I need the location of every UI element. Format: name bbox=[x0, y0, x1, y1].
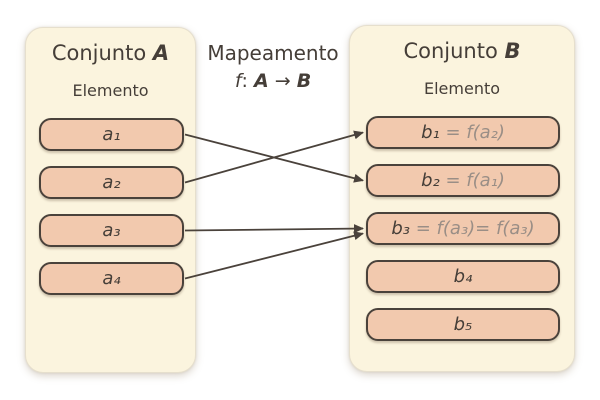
element-box-a4: a₄ bbox=[39, 262, 184, 295]
set-a-panel: Conjunto A Elemento a₁ a₂ a₃ a₄ bbox=[25, 27, 196, 373]
mapping-arrow-a3-to-b3 bbox=[184, 224, 364, 234]
element-box-b4: b₄ bbox=[366, 260, 560, 293]
set-b-title: Conjunto B bbox=[350, 39, 574, 64]
set-a-title: Conjunto A bbox=[26, 41, 195, 66]
set-a-letter: A bbox=[152, 41, 170, 65]
element-label-a2: a₂ bbox=[102, 172, 121, 193]
formula-arrow-glyph: → bbox=[268, 70, 297, 92]
set-b-subtitle: Elemento bbox=[423, 79, 501, 99]
element-box-b3: b₃ = f(a₃)= f(a₃) bbox=[366, 212, 560, 245]
formula-f: f bbox=[234, 70, 242, 92]
mapping-formula: f: A → B bbox=[196, 70, 350, 92]
element-label-b1: b₁ bbox=[421, 122, 440, 143]
set-b-letter: B bbox=[504, 39, 521, 63]
element-label-a4: a₄ bbox=[102, 268, 121, 289]
element-box-a2: a₂ bbox=[39, 166, 184, 199]
mapping-block: Mapeamento f: A → B bbox=[196, 41, 350, 92]
element-formula-b3: = f(a₃)= f(a₃) bbox=[410, 218, 535, 239]
set-a-subtitle: Elemento bbox=[72, 81, 149, 101]
mapping-arrow-a2-to-b1 bbox=[184, 130, 364, 184]
element-box-b1: b₁ = f(a₂) bbox=[366, 116, 560, 149]
formula-codomain: B bbox=[296, 70, 312, 92]
element-label-a1: a₁ bbox=[102, 124, 121, 145]
mapping-arrow-a4-to-b3 bbox=[184, 231, 364, 280]
element-box-a3: a₃ bbox=[39, 214, 184, 247]
element-formula-b2: = f(a₁) bbox=[439, 170, 505, 191]
element-label-b3: b₃ bbox=[391, 218, 411, 239]
element-label-b5: b₅ bbox=[453, 314, 473, 335]
formula-domain: A bbox=[253, 70, 269, 92]
set-b-panel: Conjunto B Elemento b₁ = f(a₂) b₂ = f(a₁… bbox=[349, 25, 575, 372]
element-box-b2: b₂ = f(a₁) bbox=[366, 164, 560, 197]
element-formula-b1: = f(a₂) bbox=[439, 122, 505, 143]
element-box-b5: b₅ bbox=[366, 308, 560, 341]
element-label-a3: a₃ bbox=[102, 220, 121, 241]
set-b-title-text: Conjunto bbox=[403, 39, 505, 63]
element-box-a1: a₁ bbox=[39, 118, 184, 151]
set-a-title-text: Conjunto bbox=[51, 41, 153, 65]
formula-colon: : bbox=[241, 70, 254, 92]
mapping-title: Mapeamento bbox=[207, 41, 339, 65]
mapping-arrow-a1-to-b2 bbox=[184, 133, 364, 183]
element-label-b4: b₄ bbox=[453, 266, 473, 287]
element-label-b2: b₂ bbox=[421, 170, 440, 191]
